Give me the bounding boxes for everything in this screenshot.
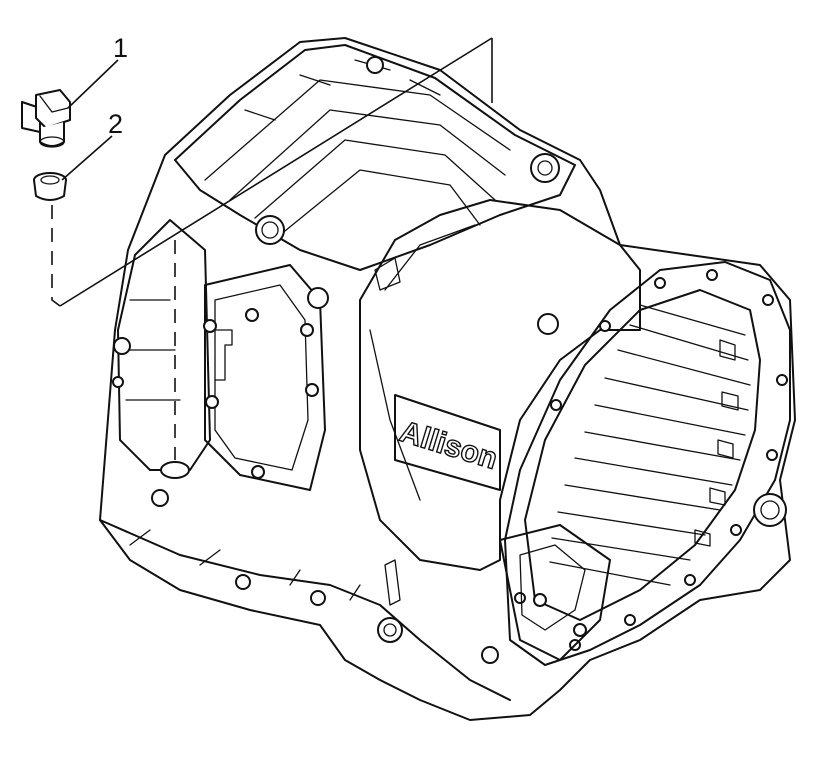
flange-bore <box>524 289 761 621</box>
callout-1: 1 <box>113 33 128 63</box>
callout-2-leader <box>61 135 113 181</box>
bell-housing <box>359 199 641 571</box>
port-pad <box>204 264 326 491</box>
side-panel <box>117 219 211 471</box>
brand-plate <box>394 394 501 491</box>
part-1-connector <box>21 89 71 148</box>
install-path-dashed <box>51 205 61 307</box>
front-flange <box>504 261 791 666</box>
cover-boss <box>530 153 560 183</box>
install-path-line-1 <box>59 37 493 307</box>
part-2-bushing <box>33 172 67 201</box>
callout-2: 2 <box>108 109 123 139</box>
callout-1-leader <box>67 59 119 109</box>
bottom-rail <box>99 519 511 701</box>
transmission-housing: Allison <box>99 37 796 721</box>
clutch-splines <box>549 304 751 586</box>
valve-body-area <box>499 524 611 661</box>
